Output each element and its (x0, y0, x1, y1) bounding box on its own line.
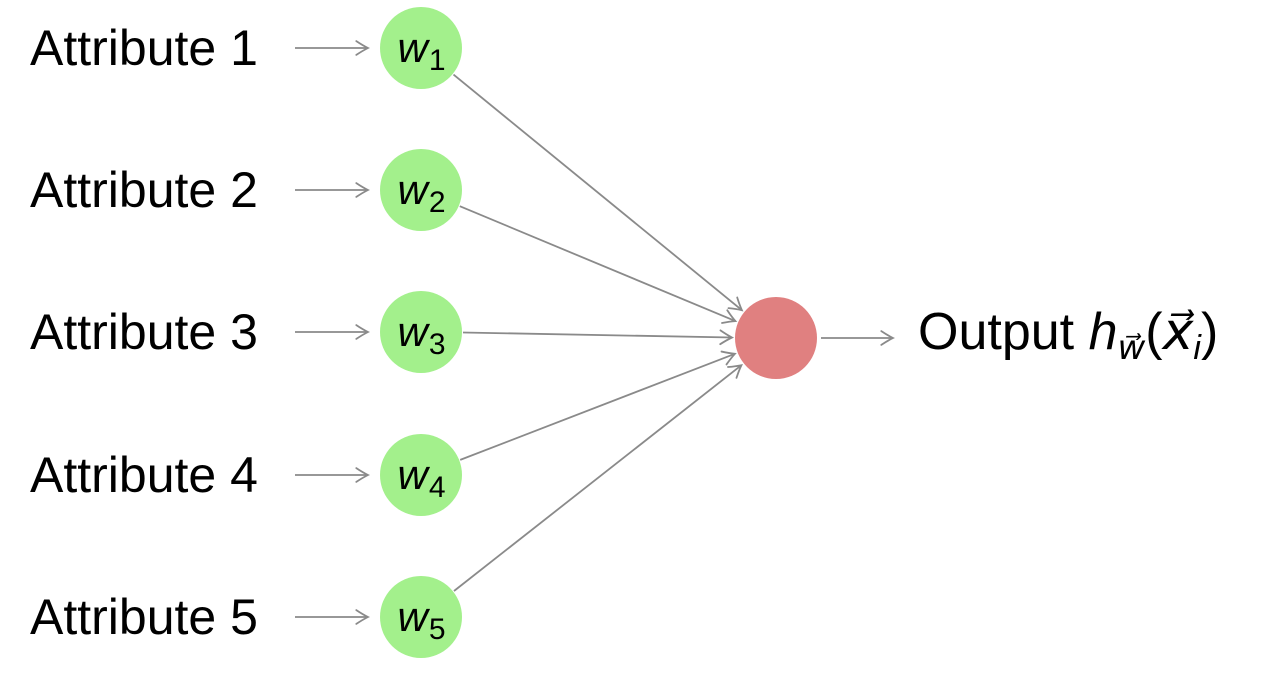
weight-subscript: 1 (428, 44, 446, 77)
hypothesis-symbol: h (1088, 303, 1118, 361)
hypothesis-subscript-wvec: w⃗ (1117, 329, 1146, 367)
edge-w3-output (462, 329, 735, 346)
input-node-w1 (380, 7, 462, 89)
xvec-symbol: x⃗ (1162, 303, 1194, 361)
weight-symbol: w (397, 593, 428, 640)
weight-label-w4: w4 (361, 451, 481, 503)
x-subscript-i: i (1193, 329, 1201, 367)
edge-w2-output (459, 205, 738, 324)
weight-symbol: w (397, 24, 428, 71)
weight-subscript: 3 (428, 328, 446, 361)
attribute-label-3: Attribute 3 (30, 304, 258, 360)
input-node-w4 (380, 434, 462, 516)
input-node-w2 (380, 149, 462, 231)
weight-symbol: w (397, 451, 428, 498)
edge-w1-output (452, 73, 744, 312)
open-paren: ( (1145, 303, 1163, 361)
weight-symbol: w (397, 166, 428, 213)
weight-symbol: w (397, 308, 428, 355)
weight-label-w1: w1 (361, 24, 481, 76)
input-node-w3 (380, 291, 462, 373)
weight-label-w5: w5 (361, 593, 481, 645)
weight-subscript: 5 (428, 613, 446, 646)
output-word: Output (918, 303, 1075, 361)
output-label: Output hw⃗(x⃗i) (918, 303, 1219, 367)
weight-label-w2: w2 (361, 166, 481, 218)
attribute-label-5: Attribute 5 (30, 589, 258, 645)
edge-w5-output (453, 363, 743, 592)
weight-subscript: 2 (428, 186, 446, 219)
output-node (735, 297, 817, 379)
input-node-w5 (380, 576, 462, 658)
edge-w4-output (459, 350, 737, 461)
close-paren: ) (1200, 303, 1219, 361)
attribute-label-4: Attribute 4 (30, 447, 258, 503)
weight-label-w3: w3 (361, 308, 481, 360)
attribute-label-2: Attribute 2 (30, 162, 258, 218)
attribute-label-1: Attribute 1 (30, 20, 258, 76)
weight-subscript: 4 (428, 471, 446, 504)
